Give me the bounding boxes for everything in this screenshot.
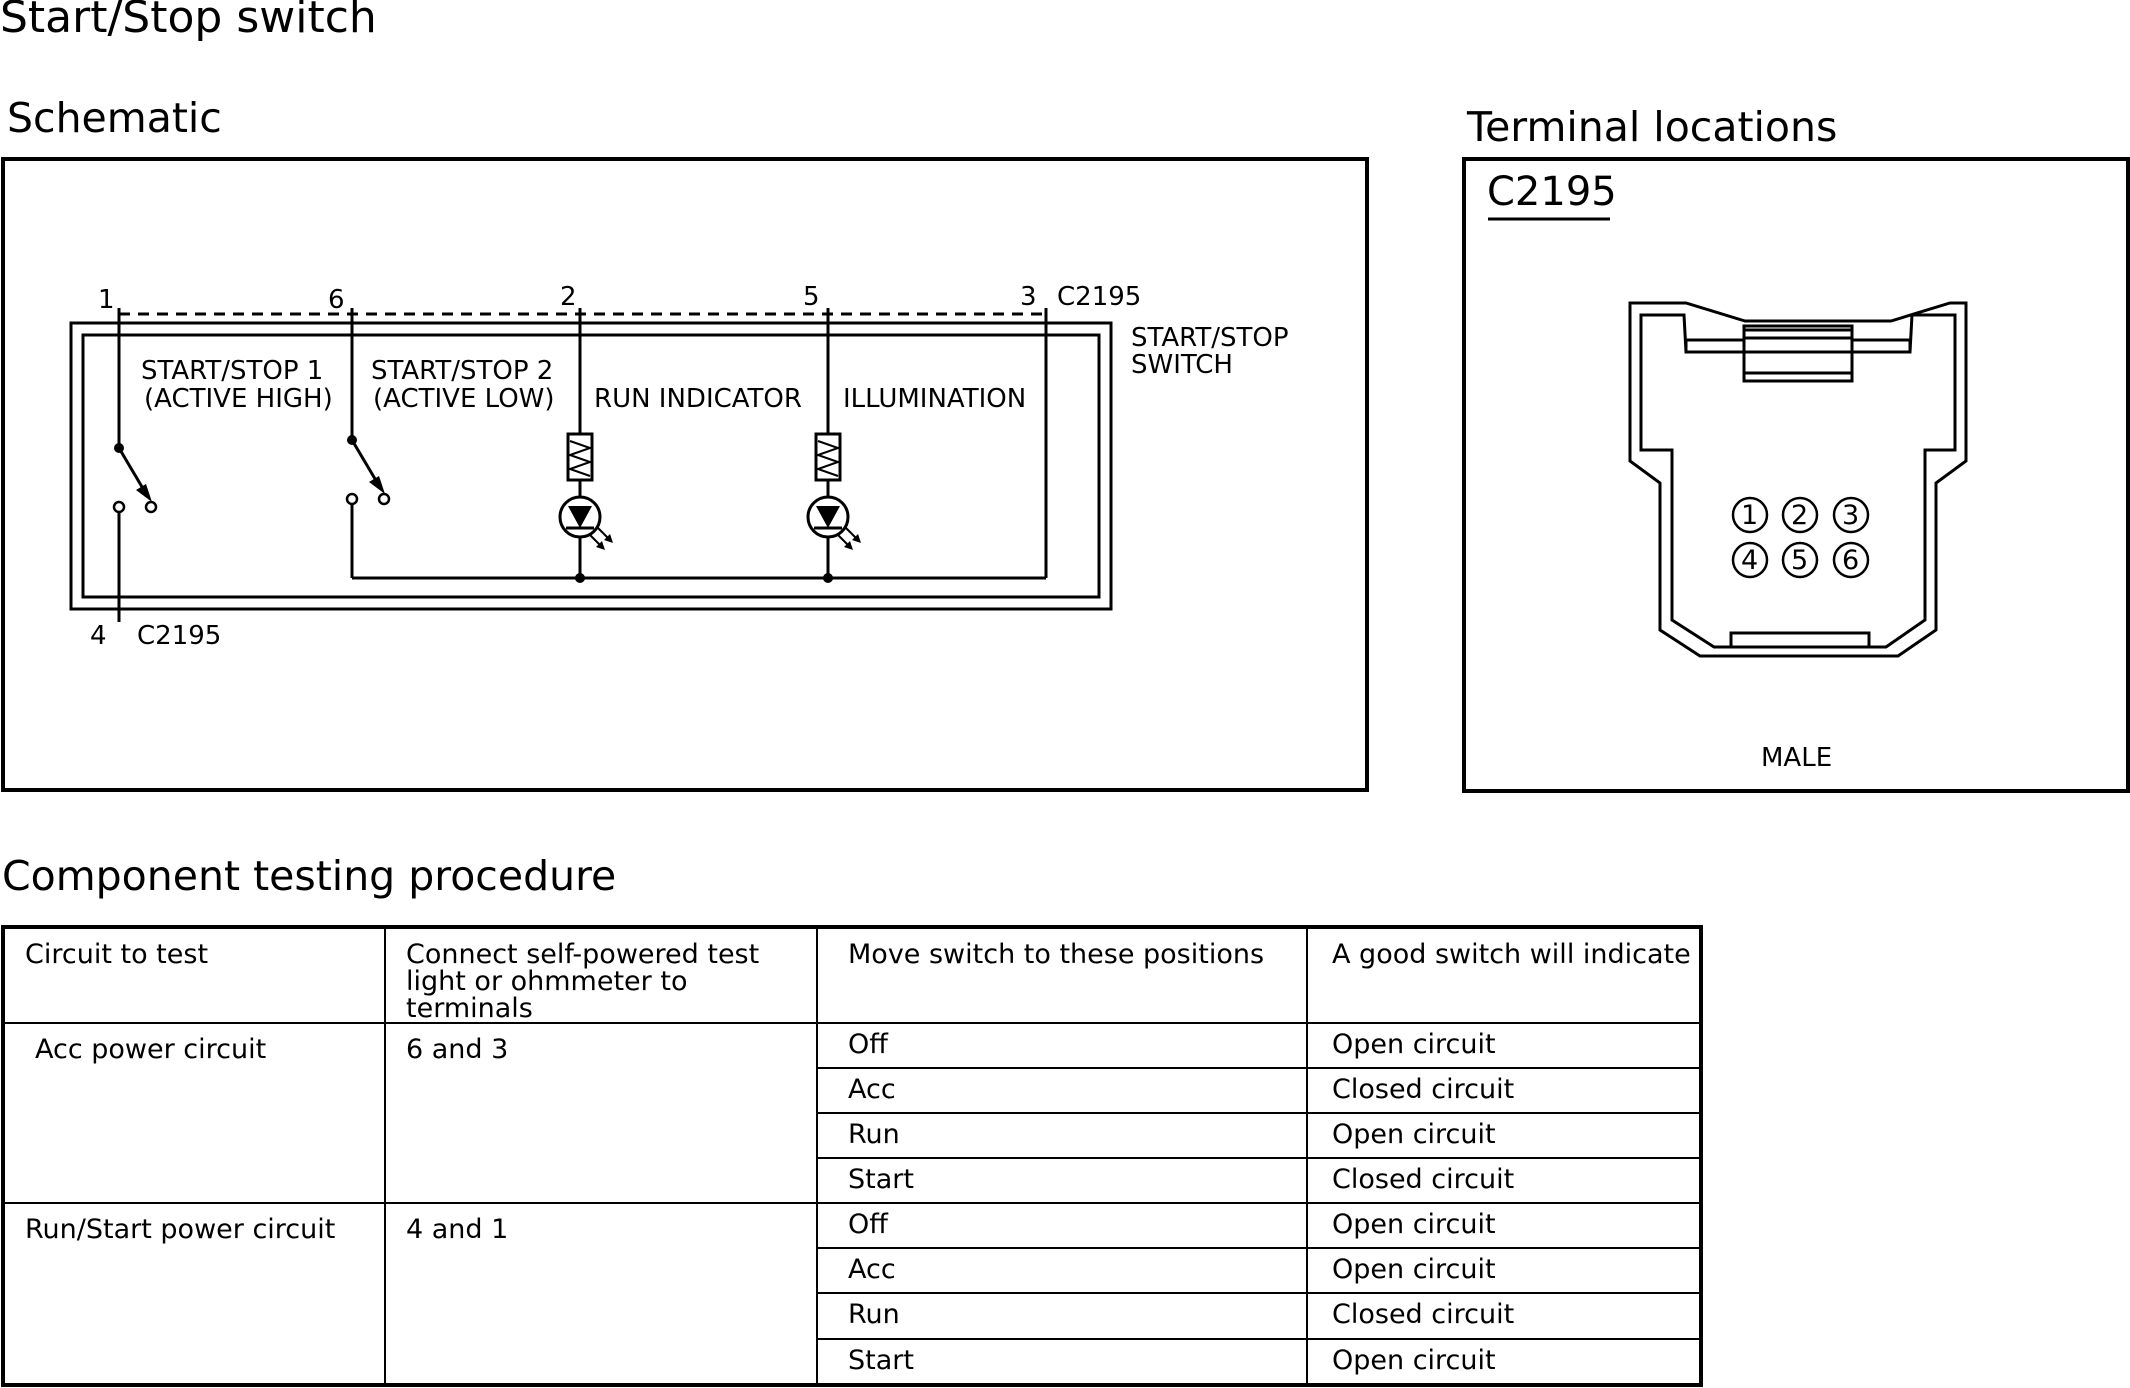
group-2-position-2: Acc — [816, 1247, 1308, 1295]
terminal-locations-heading: Terminal locations — [1467, 103, 1838, 151]
table-row: Acc Open circuit — [3, 1247, 1702, 1295]
pin-label-3: 3 — [1020, 282, 1037, 312]
group-1-indication-2: Closed circuit — [1306, 1067, 1702, 1115]
column-header-terminals: Connect self-powered test light or ohmme… — [384, 926, 818, 1024]
group-2-circuit: Run/Start power circuit — [2, 1202, 386, 1386]
group-2-indication-4: Open circuit — [1306, 1337, 1702, 1387]
group-1-circuit: Acc power circuit — [2, 1021, 386, 1205]
circuit-label-ss2-line1: START/STOP 2 — [371, 356, 554, 386]
circuit-label-illumination: ILLUMINATION — [843, 384, 1027, 414]
group-2-terminals: 4 and 1 — [384, 1202, 818, 1386]
connector-label-top: C2195 — [1057, 282, 1142, 312]
terminal-pin-label-5: 5 — [1791, 545, 1809, 576]
pin-label-2: 2 — [560, 282, 577, 312]
table-row: Start Closed circuit — [3, 1157, 1702, 1205]
terminal-pin-label-2: 2 — [1791, 500, 1809, 531]
terminal-gender-label: MALE — [1761, 743, 1833, 773]
terminal-pin-5 — [1781, 541, 1819, 579]
table-row: Run Open circuit — [3, 1112, 1702, 1160]
component-testing-heading: Component testing procedure — [2, 852, 617, 900]
column-header-positions: Move switch to these positions — [816, 926, 1308, 1024]
page-title: Start/Stop switch — [0, 0, 377, 43]
schematic-panel — [1, 157, 1369, 792]
terminal-pin-label-4: 4 — [1741, 545, 1759, 576]
pin-label-5: 5 — [803, 282, 820, 312]
group-1-terminals: 6 and 3 — [384, 1021, 818, 1205]
table-row: Acc power circuit 6 and 3 Off Open circu… — [2, 1021, 1702, 1205]
group-1-position-2: Acc — [816, 1067, 1308, 1115]
group-2-position-1: Off — [816, 1202, 1308, 1250]
terminal-pin-label-3: 3 — [1842, 500, 1860, 531]
circuit-label-ss1-line2: (ACTIVE HIGH) — [144, 384, 333, 414]
component-label-line1: START/STOP — [1131, 323, 1289, 353]
table-header-row: Circuit to test Connect self-powered tes… — [2, 926, 1702, 1024]
pin-label-4: 4 — [90, 621, 107, 651]
terminal-pin-6 — [1832, 541, 1870, 579]
pin-label-6: 6 — [328, 285, 345, 315]
circuit-label-ss2-line2: (ACTIVE LOW) — [373, 384, 555, 414]
table-row: Run/Start power circuit 4 and 1 Off Open… — [2, 1202, 1702, 1386]
terminal-pin-2 — [1781, 496, 1819, 534]
run-indicator-lamp — [558, 308, 613, 583]
terminal-pin-3 — [1832, 496, 1870, 534]
testing-procedure-table: Circuit to test Connect self-powered tes… — [1, 925, 1703, 1387]
terminal-locations-panel — [1462, 157, 2130, 793]
group-1-indication-3: Open circuit — [1306, 1112, 1702, 1160]
component-label-line2: SWITCH — [1131, 350, 1233, 380]
terminal-connector-id: C2195 — [1487, 169, 1617, 215]
group-1-indication-1: Open circuit — [1306, 1021, 1702, 1070]
table-row: Start Open circuit — [3, 1337, 1702, 1387]
connector-face-diagram — [1488, 217, 1968, 658]
terminal-pin-label-6: 6 — [1842, 545, 1860, 576]
group-1-position-4: Start — [816, 1157, 1308, 1205]
group-1-position-1: Off — [816, 1021, 1308, 1070]
column-header-circuit: Circuit to test — [2, 926, 386, 1024]
group-2-indication-1: Open circuit — [1306, 1202, 1702, 1250]
schematic-diagram — [69, 308, 1113, 622]
group-1-indication-4: Closed circuit — [1306, 1157, 1702, 1205]
group-2-indication-3: Closed circuit — [1306, 1292, 1702, 1340]
circuit-label-run-indicator: RUN INDICATOR — [594, 384, 802, 414]
switch-housing-inner — [81, 333, 1101, 599]
group-2-position-3: Run — [816, 1292, 1308, 1340]
circuit-label-ss1-line1: START/STOP 1 — [141, 356, 324, 386]
pin-label-1: 1 — [98, 285, 115, 315]
connector-label-bottom: C2195 — [137, 621, 222, 651]
group-2-indication-2: Open circuit — [1306, 1247, 1702, 1295]
schematic-heading: Schematic — [7, 94, 222, 142]
terminal-pin-label-1: 1 — [1741, 500, 1759, 531]
terminal-pin-4 — [1731, 541, 1769, 579]
illumination-lamp — [806, 308, 861, 583]
table-row: Run Closed circuit — [3, 1292, 1702, 1340]
table-row: Acc Closed circuit — [3, 1067, 1702, 1115]
switch-housing-outer — [69, 321, 1113, 611]
terminal-pin-1 — [1731, 496, 1769, 534]
group-1-position-3: Run — [816, 1112, 1308, 1160]
group-2-position-4: Start — [816, 1337, 1308, 1387]
column-header-indication: A good switch will indicate — [1306, 926, 1702, 1024]
